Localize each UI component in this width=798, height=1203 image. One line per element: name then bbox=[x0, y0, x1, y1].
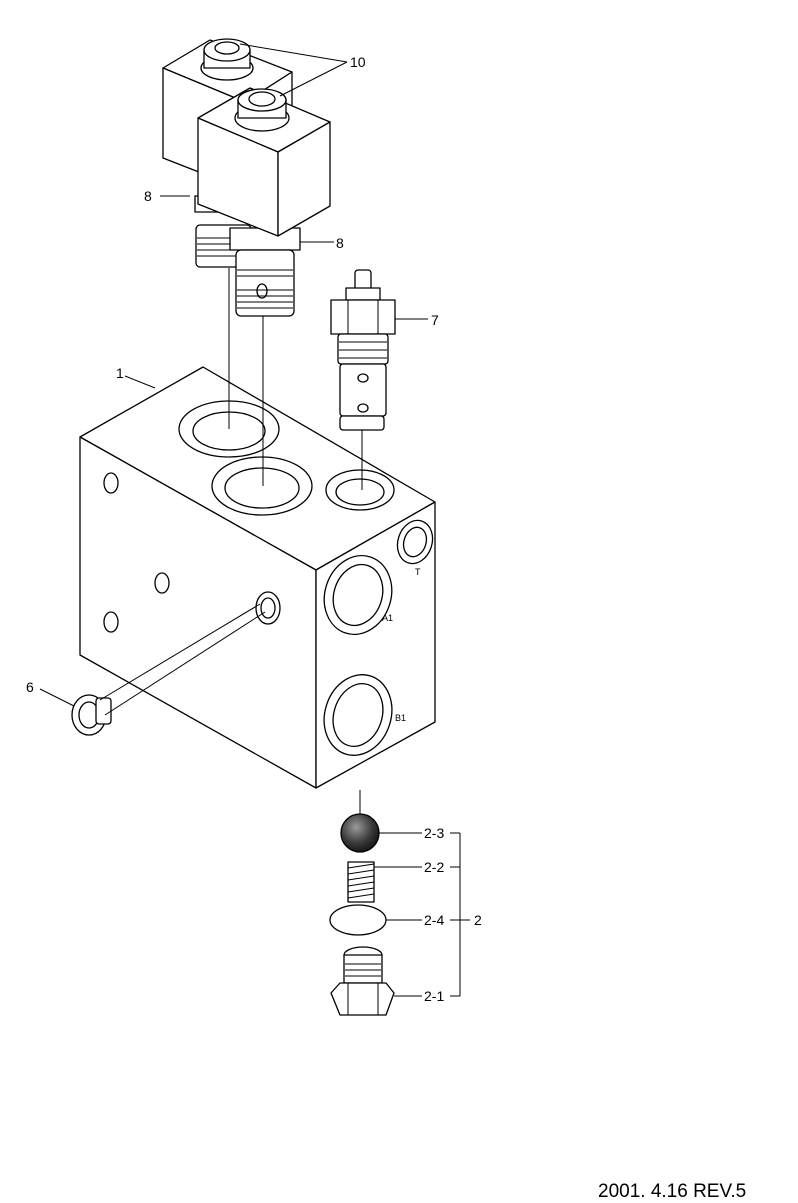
callout-2: 2 bbox=[474, 912, 482, 928]
check-plug bbox=[330, 946, 395, 1016]
leader-lines bbox=[39, 43, 470, 997]
callout-2-4: 2-4 bbox=[424, 912, 444, 928]
callout-1: 1 bbox=[116, 365, 124, 381]
check-spring bbox=[347, 861, 375, 903]
callout-2-2: 2-2 bbox=[424, 859, 444, 875]
callout-7: 7 bbox=[431, 312, 439, 328]
callout-10: 10 bbox=[350, 54, 366, 70]
check-ball bbox=[340, 813, 380, 853]
revision-footer: 2001. 4.16 REV.5 bbox=[598, 1181, 747, 1202]
port-label-t: T bbox=[415, 567, 421, 577]
callout-6: 6 bbox=[26, 679, 34, 695]
callout-2-1: 2-1 bbox=[424, 988, 444, 1004]
port-label-a1: A1 bbox=[382, 613, 393, 623]
valve-body bbox=[79, 366, 436, 789]
callout-2-3: 2-3 bbox=[424, 825, 444, 841]
port-label-b1: B1 bbox=[395, 713, 406, 723]
solenoid-valve-right bbox=[197, 87, 331, 317]
callout-8-left: 8 bbox=[144, 188, 152, 204]
check-seal bbox=[329, 904, 387, 936]
bleed-plug bbox=[71, 694, 112, 736]
relief-cartridge bbox=[330, 269, 396, 431]
callout-8-right: 8 bbox=[336, 235, 344, 251]
